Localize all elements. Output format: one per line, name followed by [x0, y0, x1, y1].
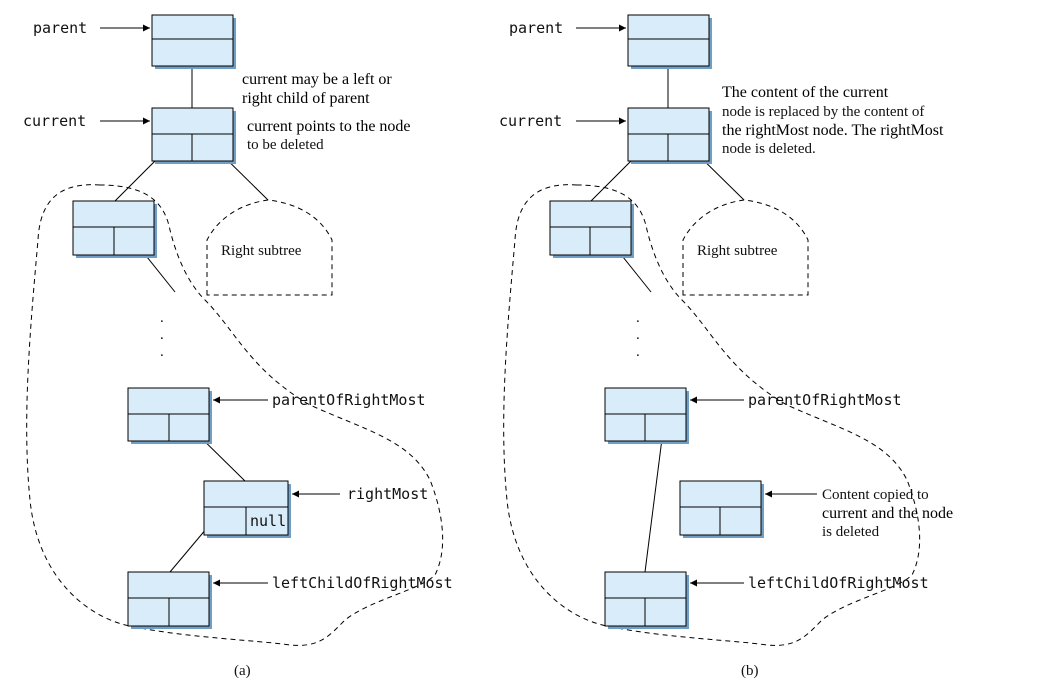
ellipsis-dot-a2: .: [160, 327, 164, 343]
ellipsis-dot-b1: .: [636, 310, 640, 326]
note-top-line2-b: node is replaced by the content of: [722, 104, 924, 120]
node-left-child-b: [549, 200, 634, 258]
note-copied-line1-b: Content copied to: [822, 487, 929, 503]
node-parent-of-rightmost-b: [604, 387, 689, 444]
node-current-a: [151, 107, 236, 164]
label-parent-of-rightmost-a: parentOfRightMost: [272, 391, 426, 409]
ellipsis-dot-b3: .: [636, 344, 640, 360]
edge-por-leftchild-b: [644, 422, 665, 573]
note-copied-line2-b: current and the node: [822, 505, 953, 522]
ellipsis-dot-a3: .: [160, 344, 164, 360]
caption-b: (b): [741, 663, 759, 679]
label-parent-of-rightmost-b: parentOfRightMost: [748, 391, 902, 409]
node-current-b: [627, 107, 712, 164]
panel-a: . . . parent current parentOfRightMost r…: [23, 14, 453, 679]
label-current-a: current: [23, 112, 86, 130]
note-current-line1-a: current points to the node: [247, 118, 411, 135]
label-left-child-of-rightmost-b: leftChildOfRightMost: [748, 574, 929, 592]
label-rightmost-a: rightMost: [347, 485, 428, 503]
ellipsis-dot-b2: .: [636, 327, 640, 343]
node-left-child-of-rightmost-b: [604, 571, 689, 629]
node-parent-b: [627, 14, 712, 69]
node-rightmost-a: [203, 480, 291, 538]
right-subtree-outline-a: [206, 199, 333, 296]
node-left-child-of-rightmost-a: [127, 571, 212, 629]
node-deleted-rightmost-b: [679, 480, 764, 538]
note-top-line4-b: node is deleted.: [722, 141, 816, 157]
node-parent-of-rightmost-a: [127, 387, 212, 444]
null-label-a: null: [250, 512, 286, 530]
label-parent-b: parent: [509, 19, 563, 37]
panel-b: . . . parent current parentOfRightMost l…: [499, 14, 953, 679]
note-copied-line3-b: is deleted: [822, 524, 880, 540]
note-parent-line1-a: current may be a left or: [242, 71, 392, 88]
node-parent-a: [151, 14, 236, 69]
right-subtree-label-a: Right subtree: [221, 243, 302, 259]
note-current-line2-a: to be deleted: [247, 137, 324, 153]
note-top-line3-b: the rightMost node. The rightMost: [722, 122, 944, 139]
note-top-line1-b: The content of the current: [722, 84, 889, 101]
node-left-child-a: [72, 200, 157, 258]
right-subtree-label-b: Right subtree: [697, 243, 778, 259]
label-left-child-of-rightmost-a: leftChildOfRightMost: [272, 574, 453, 592]
label-parent-a: parent: [33, 19, 87, 37]
ellipsis-dot-a1: .: [160, 310, 164, 326]
right-subtree-outline-b: [682, 199, 809, 296]
caption-a: (a): [234, 663, 251, 679]
note-parent-line2-a: right child of parent: [242, 90, 370, 107]
label-current-b: current: [499, 112, 562, 130]
